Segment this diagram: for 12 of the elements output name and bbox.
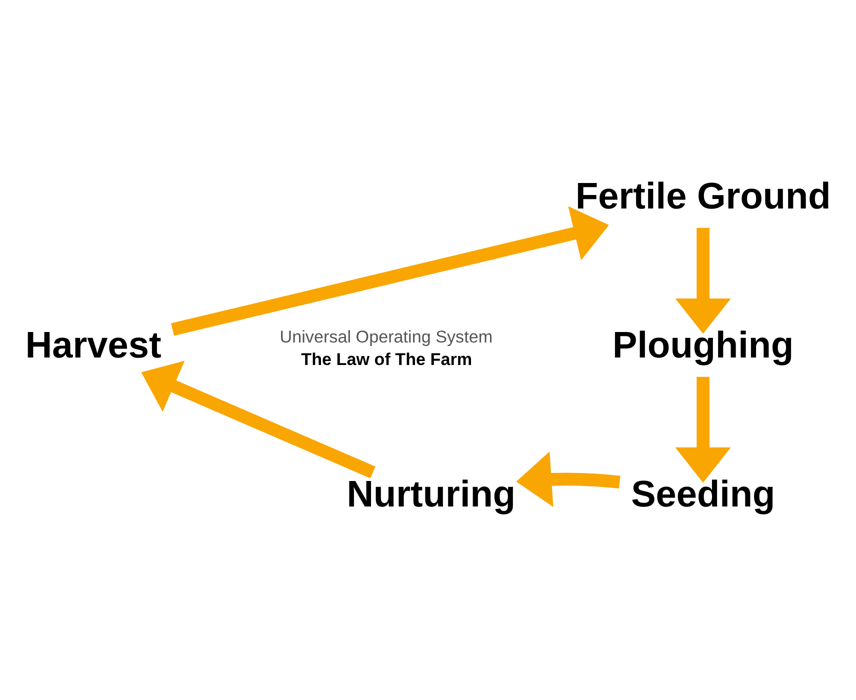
node-text: Ploughing — [612, 324, 794, 366]
arrow — [516, 452, 620, 507]
arrow — [171, 206, 609, 336]
node-text: Seeding — [631, 472, 776, 514]
label: Universal Operating System — [280, 327, 493, 346]
node-text: Harvest — [25, 324, 162, 366]
arrow — [675, 228, 731, 334]
label: The Law of The Farm — [301, 350, 472, 370]
arrow — [141, 360, 376, 478]
node-text: Fertile Ground — [576, 174, 831, 217]
arrow — [675, 376, 731, 483]
node-text: Nurturing — [346, 472, 516, 514]
